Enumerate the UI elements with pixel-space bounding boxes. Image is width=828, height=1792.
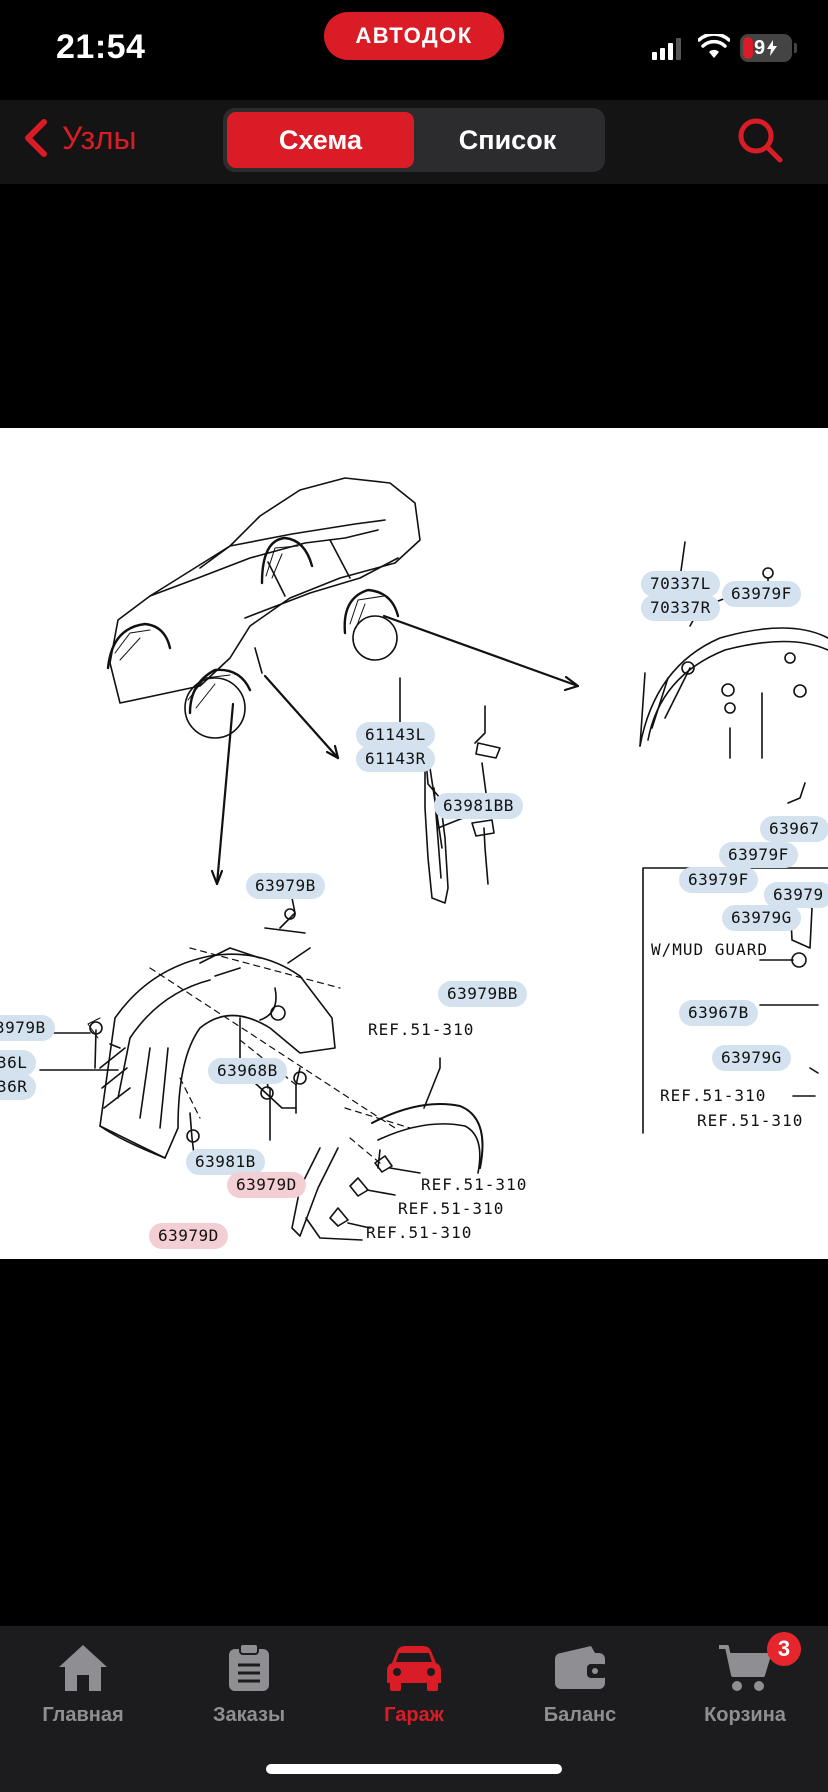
- part-callout[interactable]: 70337L: [641, 571, 720, 597]
- tab-orders-label: Заказы: [212, 1704, 286, 1726]
- reference-label: REF.51-310: [398, 1199, 505, 1218]
- tab-home-label: Главная: [42, 1704, 124, 1726]
- part-callout[interactable]: 63981BB: [434, 793, 523, 819]
- tab-orders[interactable]: Заказы: [166, 1640, 332, 1727]
- part-callout[interactable]: 63979G: [722, 905, 801, 931]
- chevron-left-icon: [25, 119, 47, 157]
- tab-balance-label: Баланс: [543, 1704, 617, 1726]
- cart-icon: [719, 1645, 771, 1691]
- view-mode-segmented-control: Схема Список: [223, 108, 605, 172]
- part-callout[interactable]: 61143R: [356, 746, 435, 772]
- battery-icon: 9: [740, 34, 797, 62]
- part-callout[interactable]: 61143L: [356, 722, 435, 748]
- reference-label: REF.51-310: [660, 1086, 767, 1105]
- segment-scheme[interactable]: Схема: [227, 112, 414, 168]
- car-illustration: [106, 477, 421, 739]
- part-callout[interactable]: 63968B: [208, 1058, 287, 1084]
- part-callout[interactable]: 3979B: [0, 1015, 55, 1041]
- tab-garage-label: Гараж: [384, 1704, 444, 1726]
- car-icon: [387, 1646, 441, 1691]
- part-callout[interactable]: 63981B: [186, 1149, 265, 1175]
- part-callout[interactable]: 63979: [764, 882, 828, 908]
- reference-label: REF.51-310: [697, 1111, 804, 1130]
- fender-brace-drawing: [399, 677, 501, 904]
- tab-balance[interactable]: Баланс: [497, 1640, 663, 1727]
- tab-garage[interactable]: Гараж: [331, 1640, 497, 1727]
- part-callout[interactable]: 63979F: [722, 581, 801, 607]
- wifi-icon: [698, 34, 730, 58]
- search-icon[interactable]: [736, 116, 784, 164]
- mud-guard-label: W/MUD GUARD: [651, 940, 768, 959]
- part-callout[interactable]: 63979F: [679, 867, 758, 893]
- reference-label: REF.51-310: [366, 1223, 473, 1242]
- part-callout[interactable]: 63979G: [712, 1045, 791, 1071]
- tab-bar: Главная Заказы Гараж Баланс Корзина: [0, 1626, 828, 1792]
- status-bar: 21:54 АВТОДОК 9: [0, 0, 828, 100]
- parts-diagram[interactable]: 70337L 70337R 63979F 61143L 61143R 63981…: [0, 428, 828, 1259]
- part-callout[interactable]: 63967: [760, 816, 828, 842]
- tab-home[interactable]: Главная: [0, 1640, 166, 1727]
- part-callout[interactable]: 36R: [0, 1074, 37, 1100]
- part-callout[interactable]: 63979F: [719, 842, 798, 868]
- reference-label: REF.51-310: [421, 1175, 528, 1194]
- part-callout[interactable]: 63979B: [246, 873, 325, 899]
- part-callout[interactable]: 70337R: [641, 595, 720, 621]
- status-time: 21:54: [56, 28, 146, 66]
- segment-list[interactable]: Список: [458, 124, 557, 155]
- navigation-bar: Узлы Схема Список: [0, 100, 828, 184]
- part-callout[interactable]: 63979BB: [438, 981, 527, 1007]
- brand-logo[interactable]: АВТОДОК: [324, 12, 504, 60]
- parts-drawing: [39, 477, 828, 1241]
- pointer-arrows: [210, 614, 580, 886]
- back-button[interactable]: Узлы: [22, 118, 137, 158]
- rear-liner-drawing: [639, 541, 828, 1134]
- part-callout[interactable]: 63967B: [679, 1000, 758, 1026]
- home-icon: [59, 1645, 107, 1691]
- part-callout-highlighted[interactable]: 63979D: [227, 1172, 306, 1198]
- front-liner-drawing: [39, 887, 484, 1241]
- tab-cart-label: Корзина: [704, 1704, 786, 1726]
- reference-label: REF.51-310: [368, 1020, 475, 1039]
- part-callout-highlighted[interactable]: 63979D: [149, 1223, 228, 1249]
- orders-icon: [229, 1643, 269, 1691]
- wallet-icon: [555, 1646, 607, 1689]
- battery-level: 9: [754, 36, 766, 59]
- home-indicator[interactable]: [266, 1764, 562, 1774]
- back-label: Узлы: [62, 119, 137, 156]
- cellular-signal-icon: [652, 38, 681, 60]
- charging-bolt-icon: [767, 40, 778, 56]
- part-callout[interactable]: 36L: [0, 1050, 37, 1076]
- cart-count-badge: 3: [767, 1632, 801, 1666]
- tab-cart[interactable]: Корзина: [662, 1640, 828, 1727]
